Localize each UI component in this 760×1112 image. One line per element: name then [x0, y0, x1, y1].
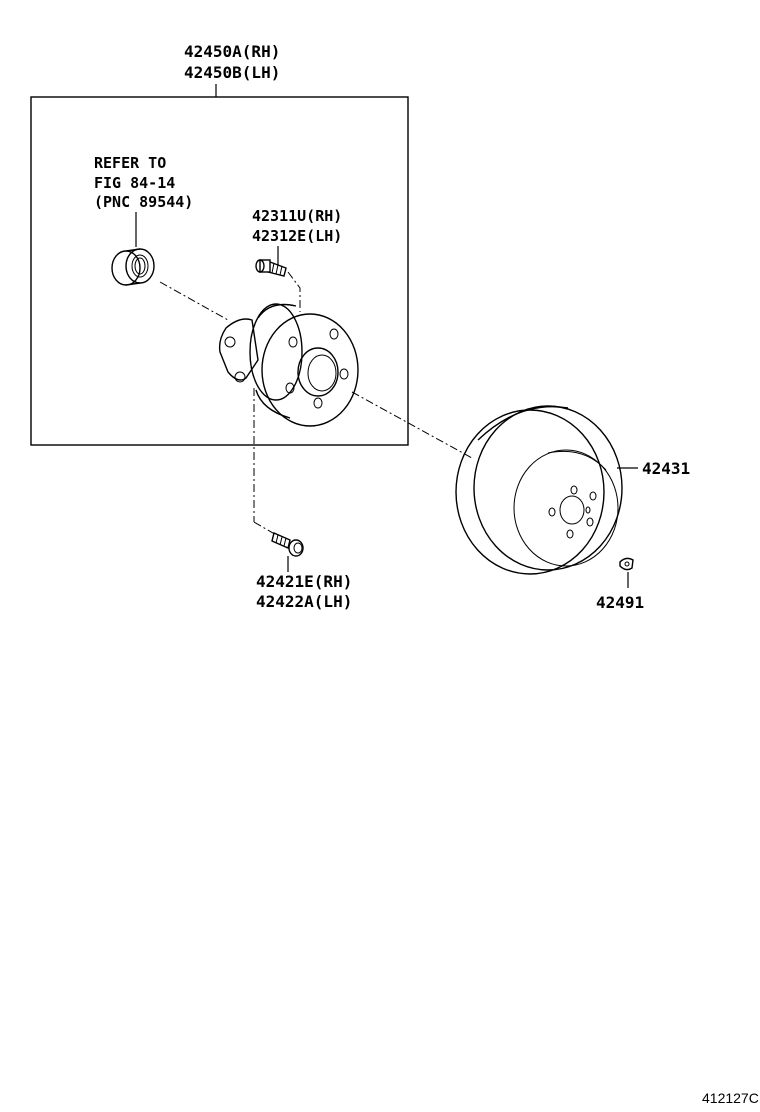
- assembly-part-lh-label: 42450B(LH): [184, 63, 280, 82]
- bearing-note-line3: (PNC 89544): [94, 193, 193, 211]
- bearing-drawing: [111, 248, 155, 286]
- brake-disc-drawing: [455, 405, 623, 575]
- hub-bolt-centerline: [287, 271, 301, 312]
- figure-code: 412127C: [702, 1090, 759, 1106]
- plug-drawing: [619, 557, 634, 571]
- hub-drawing: [218, 303, 359, 427]
- plug-part-label: 42491: [596, 593, 644, 612]
- disc-part-label: 42431: [642, 459, 690, 478]
- mount-bolt-drawing: [271, 532, 304, 557]
- hub-bolt-drawing: [255, 259, 287, 277]
- bearing-note-line2: FIG 84-14: [94, 174, 175, 192]
- hub-bolt-part-rh-label: 42311U(RH): [252, 207, 342, 225]
- bearing-note-line1: REFER TO: [94, 154, 166, 172]
- mount-bolt-part-lh-label: 42422A(LH): [256, 592, 352, 611]
- hub-disc-centerline: [351, 391, 473, 459]
- hub-bolt-part-lh-label: 42312E(LH): [252, 227, 342, 245]
- mount-bolt-part-rh-label: 42421E(RH): [256, 572, 352, 591]
- assembly-part-rh-label: 42450A(RH): [184, 42, 280, 61]
- bearing-hub-centerline: [159, 281, 229, 321]
- assembly-box: [30, 96, 409, 446]
